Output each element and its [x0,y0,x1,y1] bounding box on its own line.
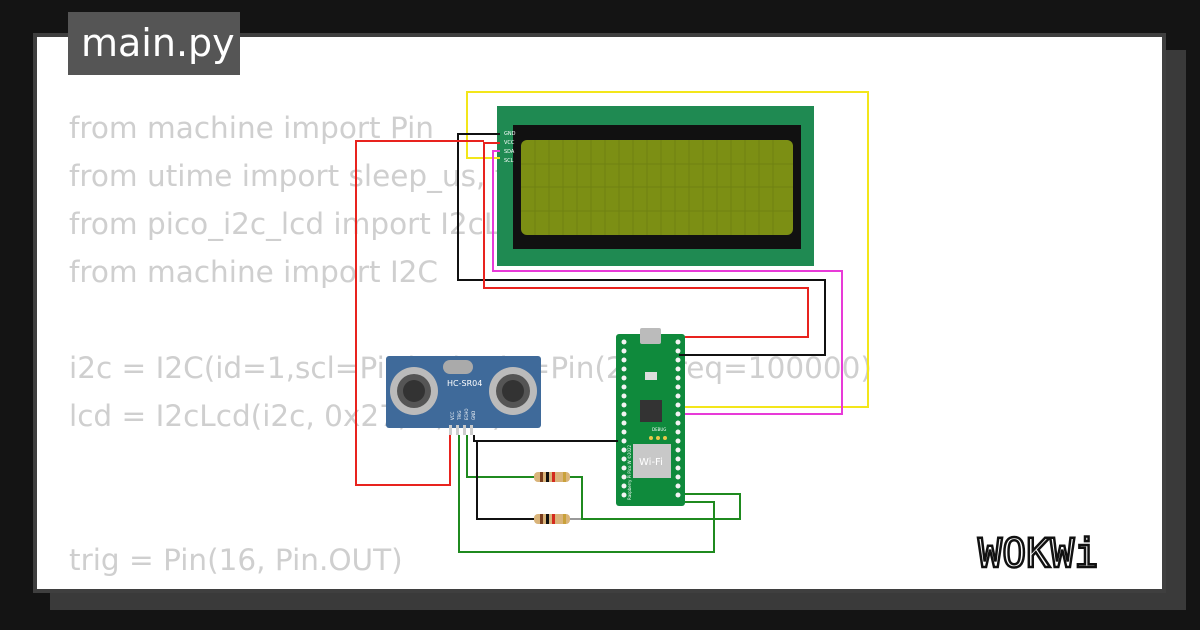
code-listing: from machine import Pin from utime impor… [69,104,872,589]
lcd-display[interactable]: GND VCC SDA SCL [497,106,814,266]
lcd-pin-gnd: GND [504,131,516,137]
lcd-pin-sda: SDA [504,149,515,155]
code-line: trig = Pin(16, Pin.OUT) [69,543,403,577]
wire-yellow-scl [466,91,869,408]
wire-black-resistor [476,441,534,520]
wire-black-sensor-gnd [473,435,618,442]
wire-green-echo-2 [570,476,741,520]
wire-green-echo [466,435,534,478]
crystal-oscillator [443,360,473,374]
debug-label: DEBUG [652,427,666,432]
ultrasonic-sensor[interactable]: HC-SR04 VCC TRIG ECHO GND [386,356,541,435]
lcd-pin-scl: SCL [504,158,514,164]
pico-w-board[interactable]: Wi-Fi DEBUG Raspberry Pi Pico W ©2022 [616,328,685,506]
usb-connector [640,328,661,344]
sensor-pin-trig: TRIG [457,410,462,421]
rp2040-chip [640,400,662,422]
sensor-pin-echo: ECHO [464,409,469,420]
wifi-label: Wi-Fi [639,457,663,468]
lcd-character-grid [521,140,793,235]
wifi-module [633,444,671,478]
code-line: from machine import Pin [69,111,434,145]
code-line: from machine import I2C [69,255,439,289]
code-line: from pico_i2c_lcd import I2cLcd [69,207,536,241]
lcd-pin-vcc: VCC [504,140,515,146]
wokwi-logo-text: WOKWi [978,531,1098,577]
file-title: main.py [68,12,240,75]
wokwi-logo: WOKWi [977,530,1100,579]
bootsel-button [645,372,657,380]
sensor-label: HC-SR04 [447,379,482,388]
sensor-pin-vcc: VCC [450,411,455,420]
wire-black-gnd [457,133,826,356]
wire-green-trig [458,435,715,553]
sensor-pin-gnd: GND [471,411,476,420]
board-silkscreen: Raspberry Pi Pico W ©2022 [627,444,632,500]
wire-red-vcc-sensor [355,140,484,486]
wire-magenta-sda [492,150,843,415]
wire-red-vcc-lcd [483,142,809,338]
